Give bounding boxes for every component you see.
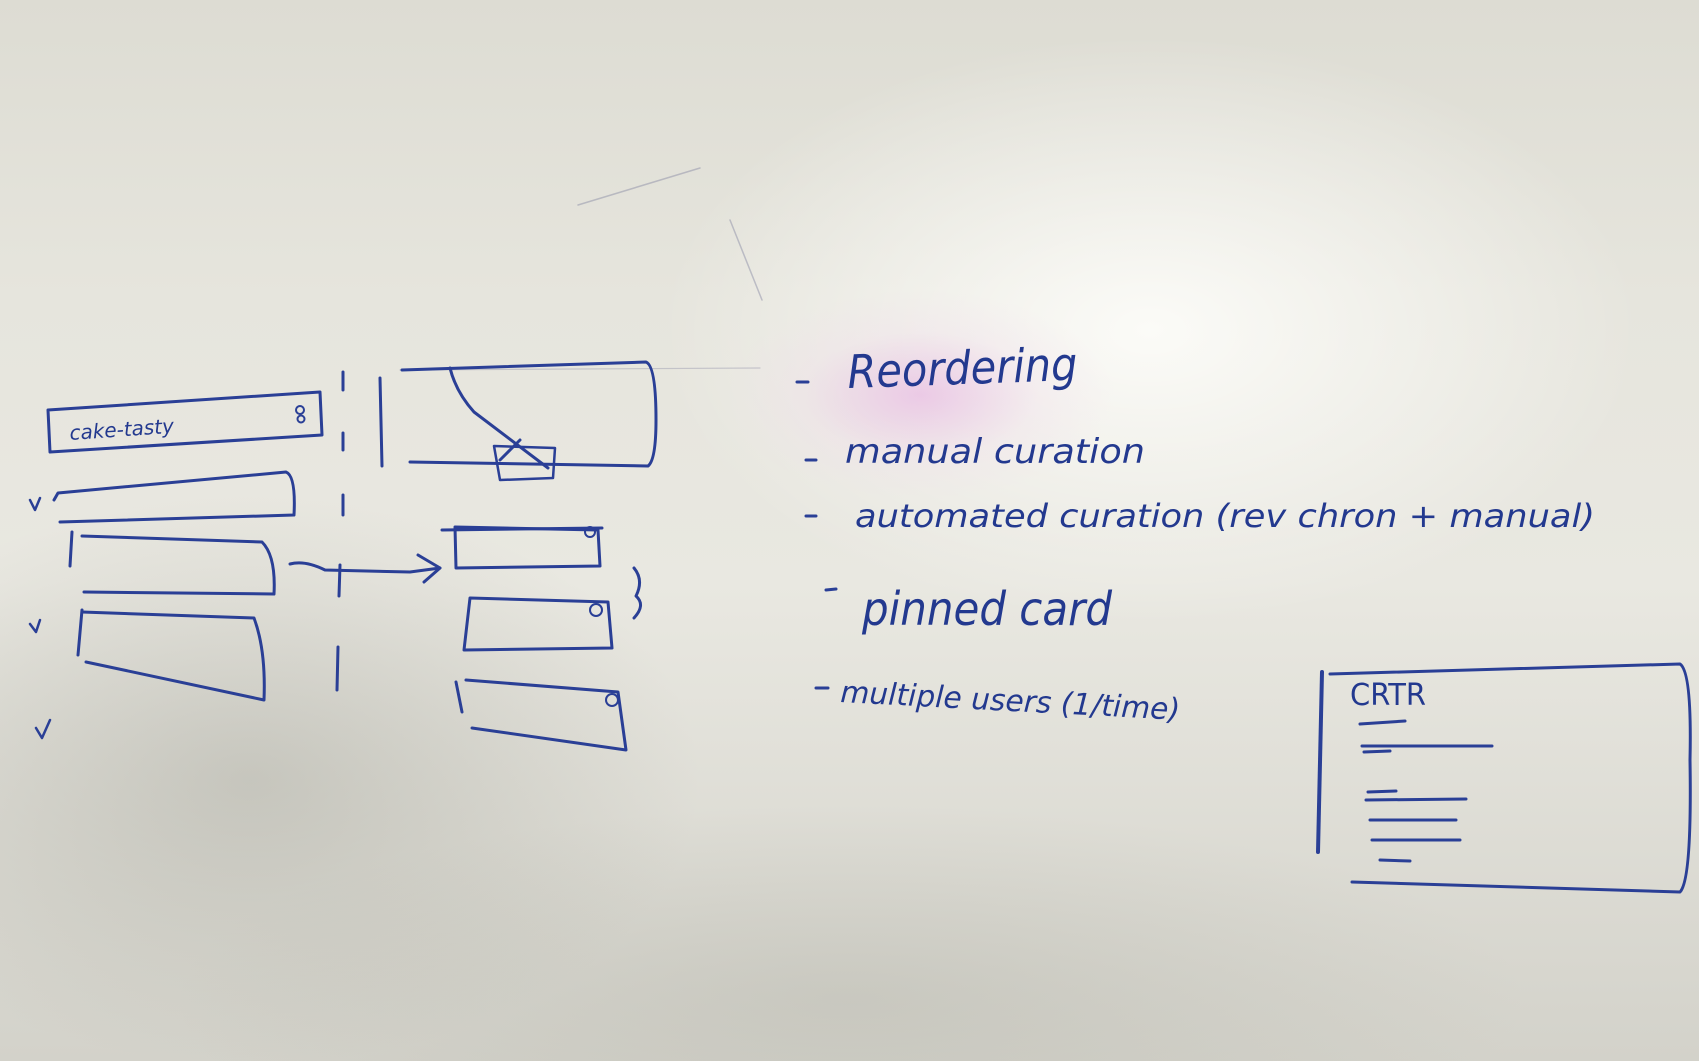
check-mark-icon	[28, 496, 52, 740]
pinned-card-sketches	[440, 525, 642, 752]
list-item-sketches	[52, 470, 296, 702]
bullet-dashes	[795, 380, 838, 690]
bullet-manual-curation: manual curation	[845, 432, 1145, 472]
search-box-label: cake-tasty	[69, 414, 176, 445]
card-sketch: CRTR	[1316, 662, 1692, 894]
search-box-sketch: cake-tasty	[46, 390, 324, 454]
bullet-multiple-users: multiple users (1/time)	[840, 675, 1181, 728]
bullet-automated-curation: automated curation (rev chron + manual)	[855, 497, 1595, 535]
arrow-icon	[288, 553, 442, 584]
feature-list: Reordering manual curation automated cur…	[840, 337, 1595, 728]
card-title: CRTR	[1350, 678, 1426, 713]
bullet-reordering: Reordering	[846, 337, 1078, 399]
bullet-pinned-card: pinned card	[861, 582, 1113, 636]
dashed-divider	[335, 370, 384, 692]
search-icon	[295, 405, 306, 424]
crossed-out-box-sketch	[400, 360, 658, 482]
